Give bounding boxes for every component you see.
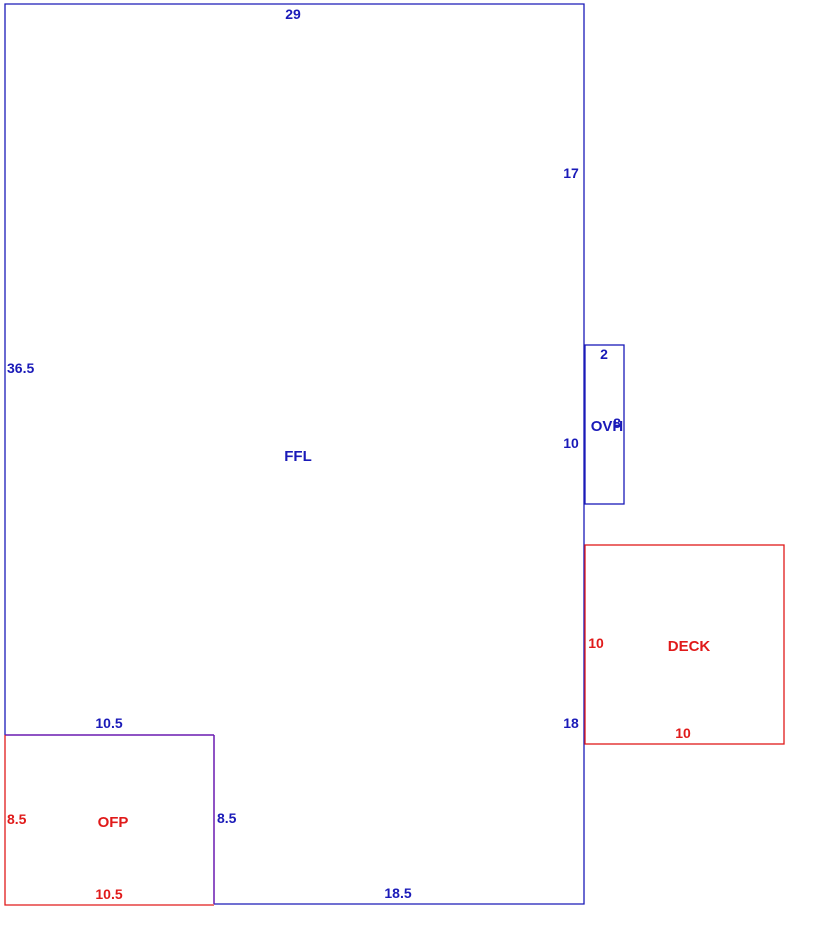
ffl-left-dimension: 36.5 (7, 360, 34, 376)
ofp-bottom-dimension: 10.5 (95, 886, 122, 902)
ffl-notch-side-dimension: 8.5 (217, 810, 237, 826)
ovh-side-dimension: 8 (613, 415, 621, 431)
ofp-area-label: OFP (98, 814, 129, 831)
ffl-right-upper-dimension: 17 (563, 165, 579, 181)
ovh-outline (584, 344, 625, 505)
ffl-top-dimension: 29 (285, 6, 301, 22)
ffl-outline (4, 3, 585, 905)
deck-outline (584, 544, 785, 745)
ffl-right-middle-dimension: 10 (563, 435, 579, 451)
ofp-outline (4, 735, 214, 906)
ffl-notch-top-dimension: 10.5 (95, 715, 122, 731)
ovh-top-dimension: 2 (600, 346, 608, 362)
ofp-left-dimension: 8.5 (7, 811, 27, 827)
ffl-right-lower-dimension: 18 (563, 715, 579, 731)
deck-left-dimension: 10 (588, 635, 604, 651)
ffl-bottom-dimension: 18.5 (384, 885, 411, 901)
ovh-area-label: OVH (591, 418, 624, 435)
ffl-area-label: FFL (284, 448, 312, 465)
deck-area-label: DECK (668, 638, 711, 655)
deck-bottom-dimension: 10 (675, 725, 691, 741)
